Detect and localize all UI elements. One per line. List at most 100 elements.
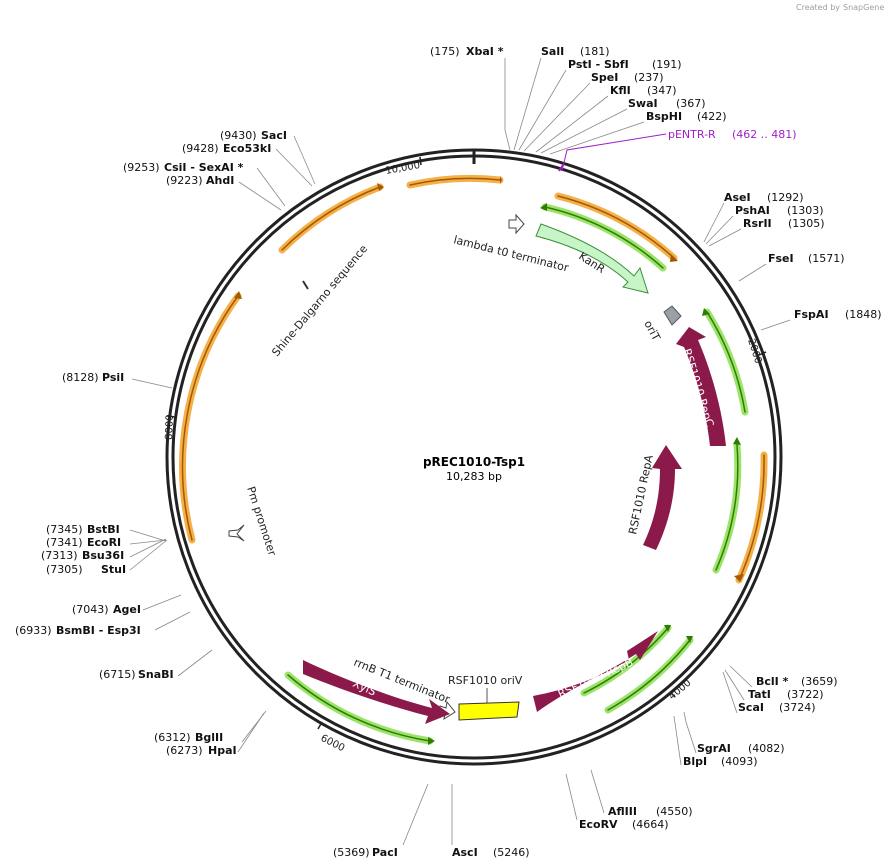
- orf-arrowheads-orange: [234, 176, 744, 582]
- site-pos: (1571): [808, 252, 845, 265]
- site-pos: (5369): [333, 846, 370, 859]
- tick-label-6000: 6000: [319, 733, 347, 754]
- site-pos: (7305): [46, 563, 83, 576]
- tick-mark: [166, 415, 176, 418]
- feature-orit: oriT: [641, 305, 682, 343]
- site-leader: [708, 228, 742, 247]
- site-pos: (3724): [779, 701, 816, 714]
- orf-arc-core: [607, 639, 691, 711]
- repa-arrow: [643, 445, 682, 550]
- site-pos: (181): [580, 45, 610, 58]
- terminator-icon: [508, 213, 525, 235]
- oriv-label: RSF1010 oriV: [448, 674, 523, 687]
- site-leader: [565, 773, 578, 821]
- orf-arrowhead: [702, 308, 710, 316]
- site-name: TatI: [748, 688, 771, 701]
- site-pos: (4093): [721, 755, 758, 768]
- site-pos: (175): [430, 45, 460, 58]
- site-name: HpaI: [208, 744, 237, 757]
- feature-repa: RSF1010 RepA: [626, 445, 682, 550]
- site-name: RsrII: [743, 217, 772, 230]
- site-leader: [513, 57, 542, 151]
- site-leader: [129, 539, 168, 571]
- site-leader: [256, 167, 286, 207]
- repb-label: RSF1010 RepB: [556, 656, 635, 701]
- site-name: AflIII: [608, 805, 637, 818]
- repa-label: RSF1010 RepA: [626, 453, 656, 535]
- feature-repb: RSF1010 RepB: [533, 631, 658, 712]
- orf-arrowheads-green: [428, 203, 741, 745]
- orf-arc: [179, 292, 242, 544]
- site-name: KflI: [610, 84, 631, 97]
- site-leader: [154, 611, 191, 631]
- pm-promoter-label: Pm promoter: [244, 485, 279, 558]
- site-pos: (1305): [788, 217, 825, 230]
- site-leader: [504, 58, 511, 151]
- site-pos: (5246): [493, 846, 530, 859]
- orf-arcs-green: [284, 203, 749, 745]
- plasmid-size: 10,283 bp: [446, 470, 502, 483]
- feature-shine-dalgarno: Shine-Dalgarno sequence: [269, 242, 370, 359]
- site-leader: [293, 135, 316, 185]
- site-leader: [760, 319, 791, 331]
- site-name: PacI: [372, 846, 398, 859]
- primer-mark: [558, 164, 564, 172]
- site-pos: (422): [697, 110, 727, 123]
- feature-repc: RSF1010 RepC: [676, 327, 726, 446]
- orf-arc-core: [281, 186, 381, 251]
- orf-arc-core: [557, 195, 675, 259]
- site-leader: [142, 594, 182, 611]
- site-pos: (9430): [220, 129, 257, 142]
- feature-oriv: RSF1010 oriV: [448, 674, 523, 721]
- site-leader: [402, 783, 429, 846]
- site-name: SpeI: [591, 71, 618, 84]
- site-pos: (4664): [632, 818, 669, 831]
- orf-arc-core: [738, 454, 765, 581]
- site-pos: (6312): [154, 731, 191, 744]
- site-pos: (367): [676, 97, 706, 110]
- site-pos: (1292): [767, 191, 804, 204]
- site-leaders: [129, 57, 791, 846]
- orf-arrowhead: [664, 625, 671, 632]
- site-leader: [683, 711, 697, 754]
- site-leader: [703, 202, 725, 243]
- site-name: PshAI: [735, 204, 770, 217]
- repc-arrow: [676, 327, 726, 446]
- orf-arrowhead: [733, 437, 741, 445]
- orf-arc-core: [544, 206, 664, 269]
- promoter-icon: [228, 524, 245, 542]
- site-pos: (7341): [46, 536, 83, 549]
- site-name: CsiI - SexAI *: [164, 161, 244, 174]
- site-pos: (3722): [787, 688, 824, 701]
- site-pos: (6933): [15, 624, 52, 637]
- orf-arrowhead: [428, 737, 435, 745]
- site-name: SalI: [541, 45, 564, 58]
- site-pos: (7313): [41, 549, 78, 562]
- backbone: [165, 148, 783, 766]
- primer-leader: [561, 133, 667, 172]
- site-pos: (1848): [845, 308, 882, 321]
- site-name: ScaI: [738, 701, 764, 714]
- plasmid-title: pREC1010-Tsp1 10,283 bp: [423, 455, 525, 483]
- site-name: SwaI: [628, 97, 658, 110]
- site-name: XbaI *: [466, 45, 504, 58]
- plasmid-name: pREC1010-Tsp1: [423, 455, 525, 469]
- site-name: BsmBI - Esp3I: [56, 624, 141, 637]
- snapgene-credit: Created by SnapGene: [796, 3, 884, 12]
- orit-mark: [663, 305, 682, 326]
- site-pos: (6715): [99, 668, 136, 681]
- orf-arrowhead: [686, 636, 693, 643]
- site-name: EcoRI: [87, 536, 121, 549]
- tick-label-8000: 8000: [164, 414, 176, 440]
- orf-arrowhead: [670, 254, 678, 262]
- kanr-arrow: [535, 223, 649, 294]
- site-pos: (6273): [166, 744, 203, 757]
- orf-arc: [735, 451, 768, 584]
- site-pos: (9223): [166, 174, 203, 187]
- orf-arcs-orange: [179, 174, 768, 584]
- site-leader: [129, 529, 167, 542]
- credit-created-by: Created by: [796, 3, 840, 12]
- site-leader: [535, 95, 609, 153]
- site-pos: (9253): [123, 161, 160, 174]
